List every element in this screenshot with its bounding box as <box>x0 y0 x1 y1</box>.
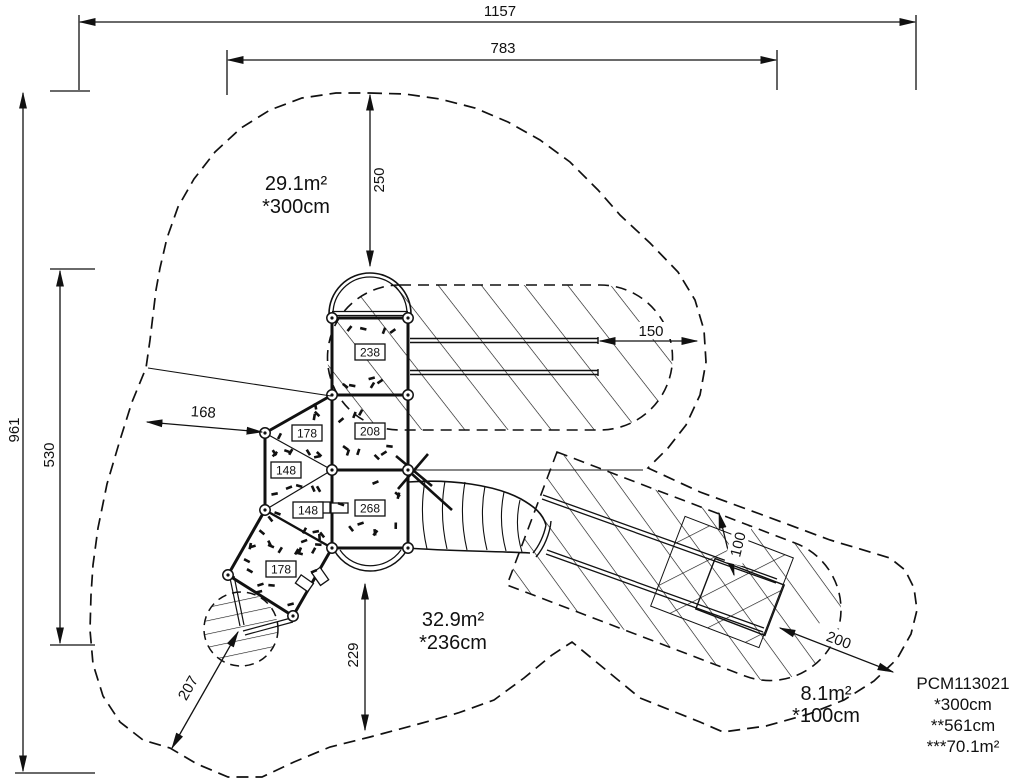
exit-zone-area: 8.1m² <box>800 683 851 705</box>
slide-end-box <box>694 557 786 637</box>
zone-annotations: 29.1m² *300cm 32.9m² *236cm 8.1m² *100cm <box>262 173 860 727</box>
tube-slide <box>407 480 552 558</box>
fire-pole <box>229 575 294 636</box>
platform-label-208: 208 <box>360 425 380 439</box>
platform-label-148b: 148 <box>298 504 318 518</box>
platform-label-268: 268 <box>360 502 380 516</box>
dome-inner-arc <box>332 276 408 315</box>
dim-top-clearance: 250 <box>371 167 388 192</box>
dim-pole-clearance: 207 <box>175 673 202 703</box>
exit-zone-depth: *100cm <box>792 705 860 727</box>
dimension-texts: 1157 783 961 530 250 168 150 229 207 100… <box>6 3 865 703</box>
platform-label-178a: 178 <box>297 427 317 441</box>
main-zone-depth: *300cm <box>262 196 330 218</box>
dome-outer-arc <box>328 272 412 315</box>
dim-inner-width: 783 <box>490 40 515 57</box>
platform-label-178b: 178 <box>271 563 291 577</box>
dim-slide-width: 100 <box>727 530 750 558</box>
platform-stipple <box>243 325 401 607</box>
slide-zone-area: 32.9m² <box>422 609 485 631</box>
main-zone-area: 29.1m² <box>265 173 328 195</box>
panel-gadgets <box>294 501 349 593</box>
dim-right-clearance: 150 <box>638 323 663 340</box>
platform-labels: 238 208 268 178 148 148 178 <box>265 343 386 578</box>
overhead-rails <box>410 337 643 471</box>
product-code-block: PCM113021 *300cm **561cm ***70.1m² <box>916 674 1009 756</box>
product-code: PCM113021 <box>916 674 1009 693</box>
dim-bottom-clearance: 229 <box>345 642 362 667</box>
platform-label-148a: 148 <box>276 464 296 478</box>
play-structure <box>222 272 453 636</box>
dim-left-clearance: 168 <box>190 403 216 422</box>
dim-total-height: 961 <box>6 417 23 442</box>
slide-zone-depth: *236cm <box>419 632 487 654</box>
platform-label-238: 238 <box>360 346 380 360</box>
dimensions <box>15 15 917 774</box>
dim-left-height: 530 <box>41 442 58 467</box>
product-area: ***70.1m² <box>927 737 1000 756</box>
safety-zone-outline <box>89 92 918 778</box>
corner-posts <box>222 312 414 622</box>
product-height: *300cm <box>934 695 992 714</box>
dim-total-width: 1157 <box>484 3 516 20</box>
product-length: **561cm <box>931 716 995 735</box>
